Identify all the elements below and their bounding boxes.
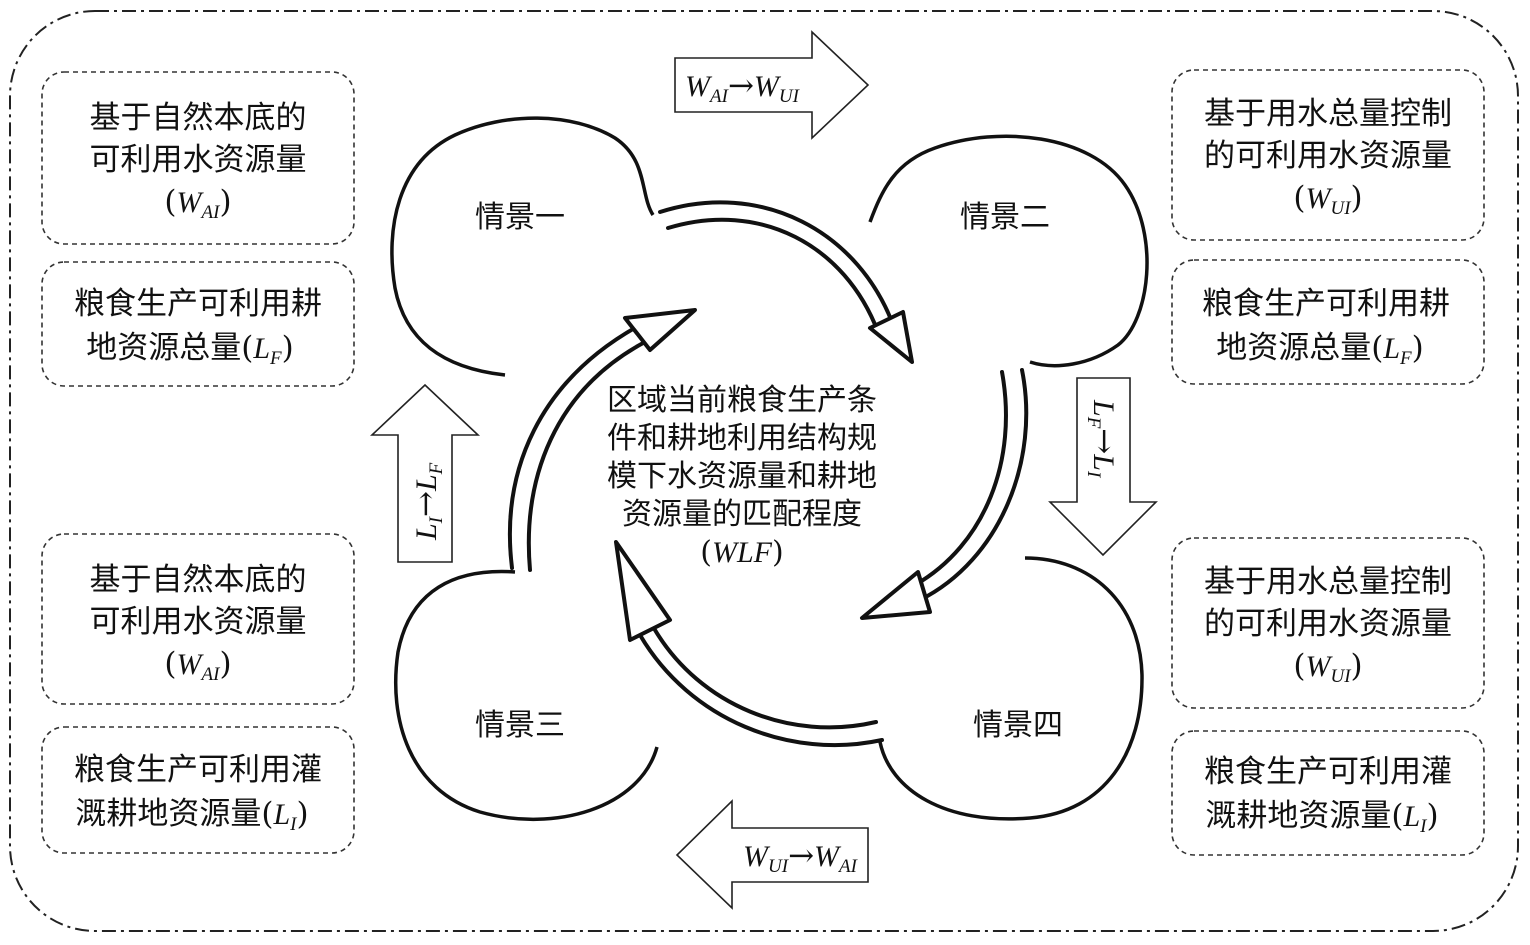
transition-bottom-label: WUI→WAI [743, 838, 859, 877]
box-line: 基于自然本底的 [90, 100, 307, 136]
symbol-label: (WUI) [1293, 648, 1362, 687]
symbol-label: (WUI) [1293, 180, 1362, 219]
cycle-arrow-right-bottom [918, 368, 1029, 602]
scenario-4-label: 情景四 [973, 708, 1063, 743]
box-right-top-land: 粮食生产可利用耕 地资源总量(LF) [1171, 259, 1485, 385]
center-line-1: 区域当前粮食生产条 [607, 383, 877, 418]
box-line: 基于自然本底的 [90, 562, 307, 598]
cycle-arrow-top-right [658, 200, 897, 332]
box-left-bottom-land: 粮食生产可利用灌 溉耕地资源量(LI) [41, 726, 355, 854]
cycle-arrow-bottom-left [638, 633, 884, 748]
scenario-2-label: 情景二 [960, 200, 1050, 235]
scenario-blob-1 [390, 116, 655, 377]
transition-arrow-right: LF→LI [1048, 377, 1158, 557]
scenario-blob-3 [393, 569, 659, 822]
box-line-symbol: 地资源总量(LF) [1216, 330, 1424, 369]
transition-left-label: LI→LF [408, 462, 447, 541]
box-line: 粮食生产可利用耕 [74, 286, 322, 322]
scenario-blob-4 [878, 556, 1144, 821]
box-line: 可利用水资源量 [90, 604, 307, 640]
transition-arrow-left: LI→LF [369, 383, 481, 563]
box-line: 粮食生产可利用耕 [1202, 286, 1450, 322]
box-line: 可利用水资源量 [90, 142, 307, 178]
cycle-arrowhead-right-bottom [860, 570, 932, 620]
cycle-arrowhead-bottom-left [614, 540, 672, 642]
box-left-top-land: 粮食生产可利用耕 地资源总量(LF) [41, 261, 355, 387]
box-line-symbol: 溉耕地资源量(LI) [1205, 798, 1438, 837]
cycle-arrowhead-top-right [868, 310, 914, 364]
box-line: 的可利用水资源量 [1204, 138, 1452, 174]
transition-arrow-top: WAI→WUI [674, 30, 870, 140]
center-line-3: 模下水资源量和耕地 [607, 459, 877, 494]
box-line: 的可利用水资源量 [1204, 606, 1452, 642]
box-line: 粮食生产可利用灌 [1204, 754, 1452, 790]
box-left-top-water: 基于自然本底的 可利用水资源量 (WAI) [41, 71, 355, 245]
center-cycle [507, 200, 1029, 748]
outer-frame [9, 10, 1519, 932]
center-symbol: (WLF) [700, 535, 783, 570]
scenario-blob-2 [868, 134, 1149, 368]
scenario-1-label: 情景一 [475, 200, 565, 235]
box-line-symbol: 地资源总量(LF) [86, 330, 294, 369]
box-left-bottom-water: 基于自然本底的 可利用水资源量 (WAI) [41, 533, 355, 705]
box-line: 基于用水总量控制 [1204, 96, 1452, 132]
box-right-bottom-water: 基于用水总量控制 的可利用水资源量 (WUI) [1171, 537, 1485, 709]
transition-arrow-bottom: WUI→WAI [675, 799, 869, 910]
symbol-label: (WAI) [164, 184, 231, 223]
cycle-arrow-left-top [507, 323, 642, 570]
transition-right-label: LF→LI [1083, 399, 1122, 479]
box-right-bottom-land: 粮食生产可利用灌 溉耕地资源量(LI) [1171, 730, 1485, 856]
center-line-4: 资源量的匹配程度 [622, 497, 862, 532]
box-line-symbol: 溉耕地资源量(LI) [75, 796, 308, 835]
box-line: 基于用水总量控制 [1204, 564, 1452, 600]
symbol-label: (WAI) [164, 646, 231, 685]
box-line: 粮食生产可利用灌 [74, 752, 322, 788]
cycle-arrowhead-left-top [623, 308, 697, 352]
center-line-2: 件和耕地利用结构规 [607, 421, 877, 456]
box-right-top-water: 基于用水总量控制 的可利用水资源量 (WUI) [1171, 69, 1485, 241]
transition-top-label: WAI→WUI [685, 68, 801, 107]
scenario-3-label: 情景三 [475, 708, 565, 743]
